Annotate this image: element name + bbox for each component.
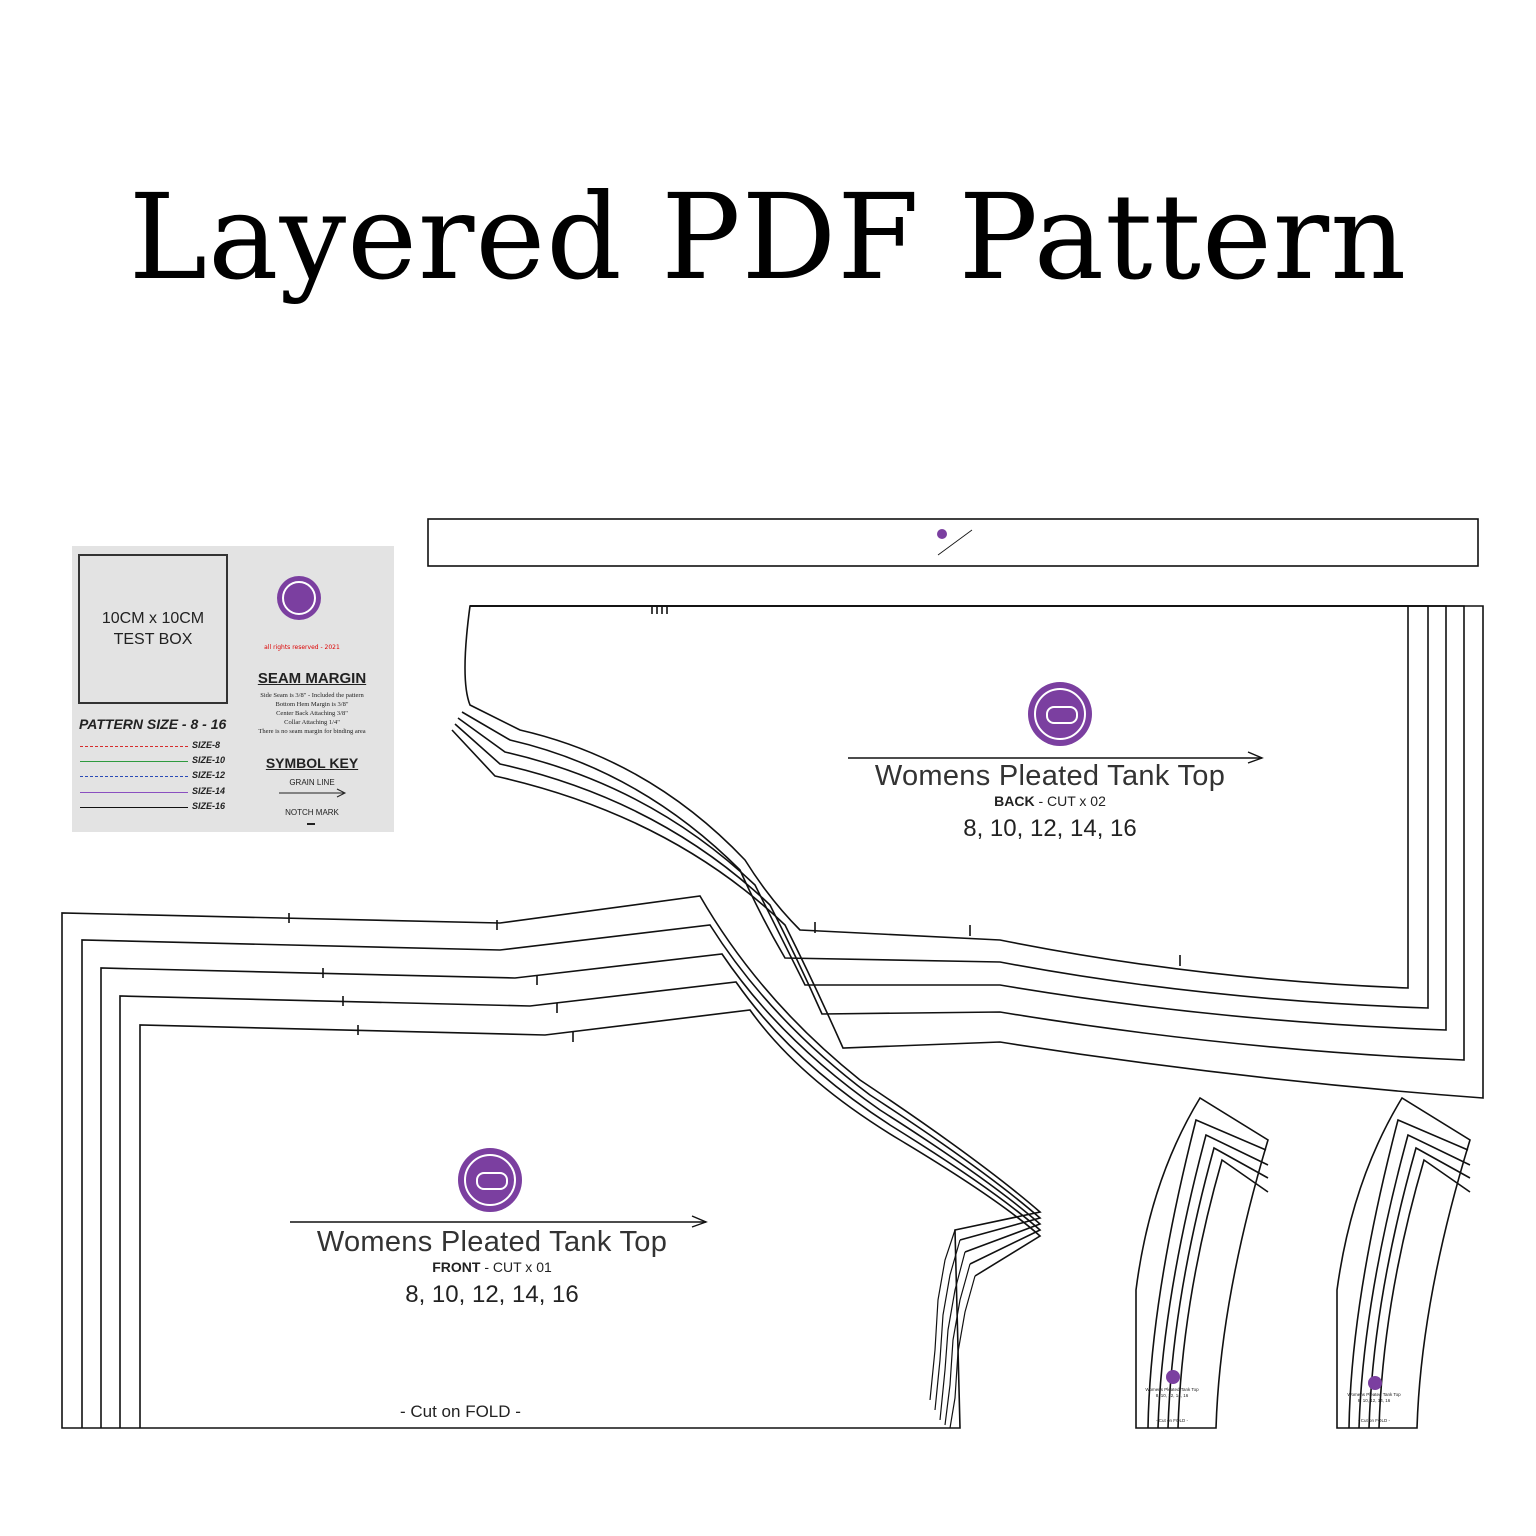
pattern-size-label: PATTERN SIZE - 8 - 16 [79,716,227,732]
small-piece-name: Womens Pleated Tank Top [1347,1392,1401,1397]
brand-logo-icon [277,576,321,620]
seam-line: There is no seam margin for binding area [258,728,366,735]
piece-cut-name: BACK [994,793,1035,809]
test-box-line-2: TEST BOX [113,631,193,648]
size-label: SIZE-8 [192,740,221,750]
brand-logo-icon [1166,1370,1180,1384]
size-row-14: SIZE-14 [80,786,250,798]
piece-cut: FRONT - CUT x 01 [292,1259,692,1275]
binding-strip [427,518,1479,567]
piece-cut: BACK - CUT x 02 [850,793,1250,809]
front-piece-outlines [61,895,1042,1429]
grain-line-arrow-icon [279,788,347,798]
seam-line: Center Back Attaching 3/8" [276,710,348,717]
piece-cut-count: - CUT x 02 [1034,793,1106,809]
small-piece-2-label: Womens Pleated Tank Top 8, 10, 12, 14, 1… [1342,1392,1406,1404]
size-row-12: SIZE-12 [80,770,250,782]
back-piece-label: Womens Pleated Tank Top BACK - CUT x 02 … [850,760,1250,843]
test-box-line-1: 10CM x 10CM [101,610,205,627]
seam-line: Side Seam is 3/8" - Included the pattern [260,692,364,699]
front-grain-line [290,1215,708,1228]
size-row-16: SIZE-16 [80,801,250,813]
cut-on-fold-label: - Cut on FOLD - [400,1402,521,1421]
seam-line: Bottom Hem Margin is 3/8" [275,701,349,708]
piece-sizes: 8, 10, 12, 14, 16 [963,815,1137,842]
brand-logo-icon [458,1148,522,1212]
size-label: SIZE-14 [192,786,226,796]
binding-piece-1-outlines [1135,1096,1269,1429]
small-piece-name: Womens Pleated Tank Top [1145,1387,1199,1392]
binding-piece-2-outlines [1336,1096,1471,1429]
piece-cut-count: - CUT x 01 [480,1259,552,1275]
grain-line-label: GRAIN LINE [289,778,335,787]
small-piece-1-label: Womens Pleated Tank Top 8, 10, 12, 14, 1… [1140,1387,1204,1399]
piece-name: Womens Pleated Tank Top [874,760,1226,792]
notch-mark-label: NOTCH MARK [285,808,339,817]
small-piece-2-fold: - Cut on FOLD - [1357,1418,1390,1423]
legend-panel: 10CM x 10CM TEST BOX PATTERN SIZE - 8 - … [72,546,394,832]
brand-logo-icon [1028,682,1092,746]
rights-text: all rights reserved - 2021 [264,644,340,651]
strip-logo [937,529,947,539]
small-piece-sizes: 8, 10, 12, 14, 16 [1357,1398,1391,1403]
notch-mark-icon [307,823,315,825]
front-piece-label: Womens Pleated Tank Top FRONT - CUT x 01… [292,1226,692,1309]
small-piece-1-fold: - Cut on FOLD - [1155,1418,1188,1423]
piece-cut-name: FRONT [432,1259,481,1275]
page-title: Layered PDF Pattern [128,168,1408,306]
test-box: 10CM x 10CM TEST BOX [78,554,228,704]
piece-sizes: 8, 10, 12, 14, 16 [405,1281,579,1308]
symbol-key-title: SYMBOL KEY [265,755,359,771]
size-label: SIZE-16 [192,801,226,811]
seam-margin-title: SEAM MARGIN [257,670,367,687]
size-label: SIZE-10 [192,755,226,765]
size-row-10: SIZE-10 [80,755,250,767]
seam-line: Collar Attaching 1/4" [284,719,340,726]
small-piece-sizes: 8, 10, 12, 14, 16 [1155,1393,1189,1398]
size-row-8: SIZE-8 [80,740,250,752]
piece-name: Womens Pleated Tank Top [316,1226,668,1258]
brand-logo-icon [1368,1376,1382,1390]
size-label: SIZE-12 [192,770,226,780]
back-grain-line [848,751,1264,764]
back-piece-outlines [451,605,1484,1099]
